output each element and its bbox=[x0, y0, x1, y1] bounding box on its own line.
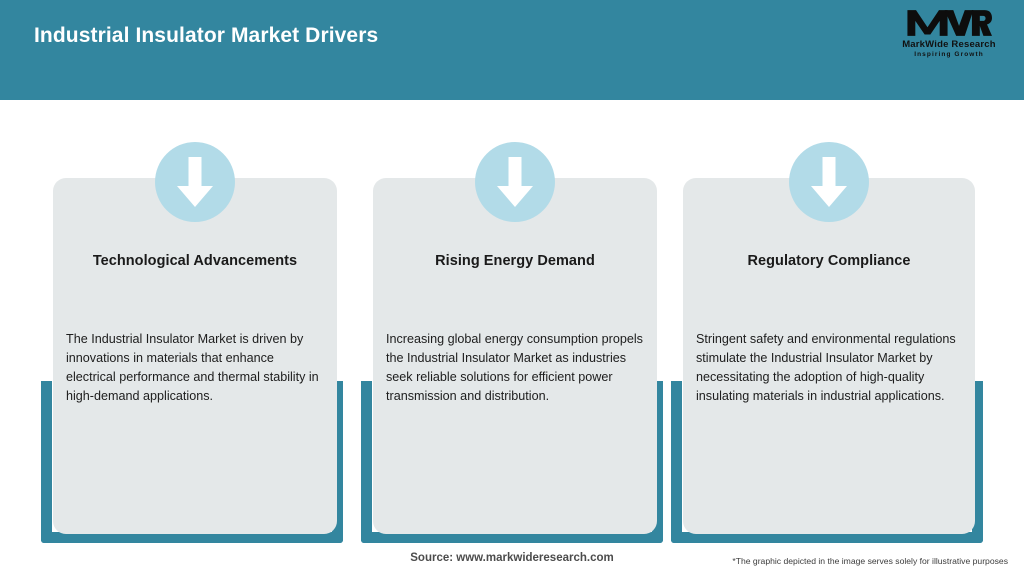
arrow-down-glyph bbox=[177, 157, 213, 207]
disclaimer-note: *The graphic depicted in the image serve… bbox=[732, 556, 1008, 566]
arrow-down-icon bbox=[155, 142, 235, 222]
card-body-text: Stringent safety and environmental regul… bbox=[696, 332, 956, 403]
logo: MarkWide Research Inspiring Growth bbox=[890, 8, 1008, 66]
cards-container: Technological Advancements The Industria… bbox=[0, 100, 1024, 545]
header-bar: Industrial Insulator Market Drivers Mark… bbox=[0, 0, 1024, 100]
mwr-logo-icon bbox=[907, 10, 992, 36]
card-bracket bbox=[361, 381, 663, 543]
arrow-down-glyph bbox=[497, 157, 533, 207]
card-title: Technological Advancements bbox=[92, 253, 298, 269]
logo-company-name: MarkWide Research bbox=[902, 39, 996, 50]
driver-card-2: Rising Energy Demand Increasing global e… bbox=[361, 100, 681, 545]
card-panel: Rising Energy Demand Increasing global e… bbox=[373, 142, 657, 534]
arrow-down-icon bbox=[475, 142, 555, 222]
card-bracket bbox=[671, 381, 983, 543]
driver-card-1: Technological Advancements The Industria… bbox=[41, 100, 361, 545]
card-panel: Technological Advancements The Industria… bbox=[53, 142, 337, 534]
page-title: Industrial Insulator Market Drivers bbox=[34, 24, 379, 47]
card-bracket bbox=[41, 381, 343, 543]
arrow-down-icon bbox=[789, 142, 869, 222]
card-title: Rising Energy Demand bbox=[435, 253, 595, 269]
card-title: Regulatory Compliance bbox=[747, 253, 911, 269]
logo-tagline: Inspiring Growth bbox=[914, 51, 984, 58]
card-body-text: The Industrial Insulator Market is drive… bbox=[66, 332, 319, 403]
source-note: Source: www.markwideresearch.com bbox=[410, 552, 614, 564]
driver-card-3: Regulatory Compliance Stringent safety a… bbox=[671, 100, 991, 545]
card-body-text: Increasing global energy consumption pro… bbox=[386, 332, 643, 403]
arrow-down-glyph bbox=[811, 157, 847, 207]
card-panel: Regulatory Compliance Stringent safety a… bbox=[683, 142, 975, 534]
